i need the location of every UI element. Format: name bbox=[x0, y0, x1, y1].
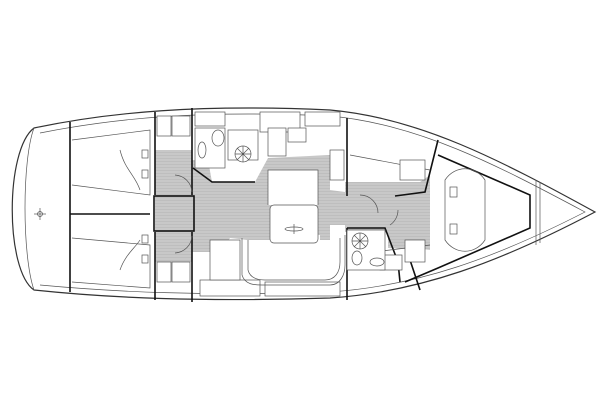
forward-floor bbox=[360, 182, 425, 250]
compass-rose-icon bbox=[34, 208, 46, 220]
transom bbox=[24, 127, 35, 291]
aft-head bbox=[194, 127, 226, 169]
lockers bbox=[156, 111, 426, 297]
doors bbox=[174, 174, 399, 254]
sink-icon bbox=[197, 141, 207, 159]
sink-icon bbox=[369, 257, 385, 267]
galley bbox=[227, 127, 369, 250]
toilet-icon bbox=[211, 129, 225, 147]
aft-berths bbox=[71, 129, 151, 289]
saloon-table bbox=[241, 169, 346, 286]
toilet-icon bbox=[351, 250, 363, 266]
